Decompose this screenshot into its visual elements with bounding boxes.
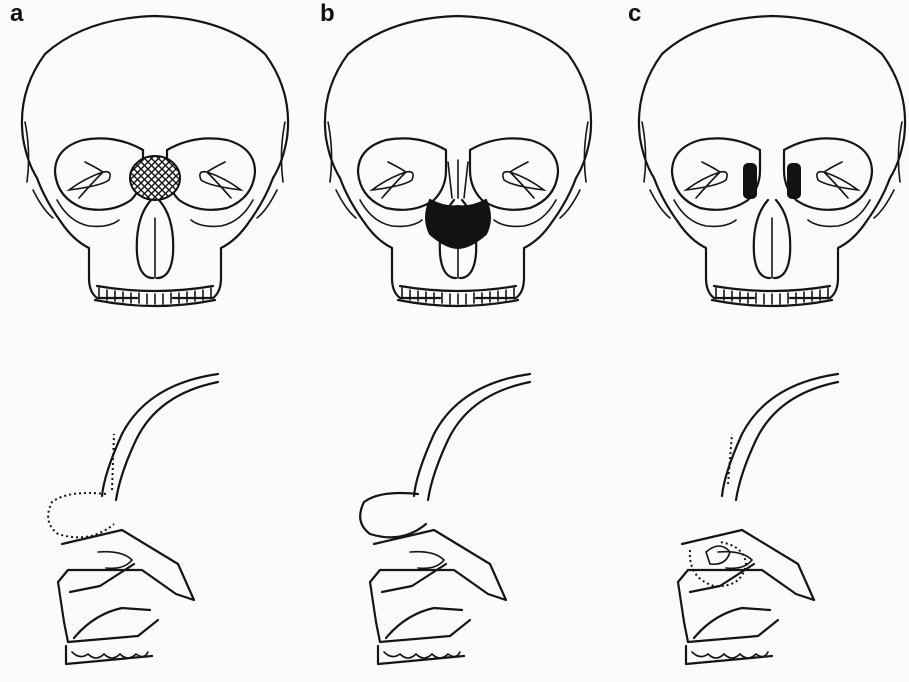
frontal-view-b: [325, 16, 591, 306]
frontal-view-a: [22, 16, 288, 306]
lateral-view-b: [360, 374, 530, 664]
frontal-view-c: [639, 16, 905, 306]
crosshatched-lesion-a: [130, 156, 180, 200]
solid-lesion-c-left: [744, 164, 756, 198]
lateral-view-a: [48, 374, 218, 664]
solid-lesion-c-right: [788, 164, 800, 198]
solid-lesion-b: [426, 200, 490, 248]
lateral-view-c: [678, 374, 838, 664]
